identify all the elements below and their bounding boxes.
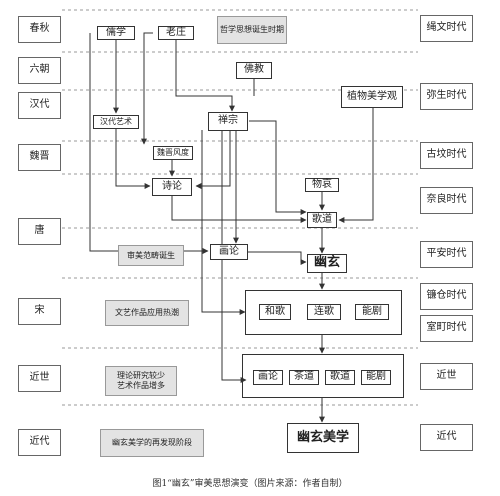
- era-left-chunqiu: 春秋: [18, 16, 61, 43]
- node-youxuan: 幽玄: [307, 254, 347, 273]
- era-right-nara: 奈良时代: [420, 187, 473, 214]
- note-rediscovery: 幽玄美学的再发现阶段: [100, 429, 204, 457]
- note-literature-boom: 文艺作品应用热潮: [105, 300, 189, 326]
- era-left-tang: 唐: [18, 218, 61, 245]
- era-left-jindai: 近代: [18, 429, 61, 456]
- era-right-jomon: 绳文时代: [420, 15, 473, 42]
- node-nengju-2: 能剧: [361, 370, 391, 385]
- era-right-kamakura: 镰仓时代: [420, 283, 473, 310]
- node-rujia: 儒学: [97, 26, 135, 40]
- flow-arrows: [89, 32, 374, 423]
- group-edo-arts: [242, 354, 404, 398]
- note-aesthetic-category: 审美范畴诞生: [118, 245, 184, 266]
- node-weijin-fengdu: 魏晋风度: [153, 146, 193, 160]
- node-shilun: 诗论: [152, 178, 192, 196]
- era-right-yayoi: 弥生时代: [420, 83, 473, 110]
- note-theory-line2: 艺术作品增多: [117, 381, 165, 390]
- note-rediscovery-text: 幽玄美学的再发现阶段: [112, 438, 192, 447]
- node-nengju: 能剧: [355, 304, 389, 320]
- node-wuai: 物哀: [305, 178, 339, 192]
- node-gedao: 歌道: [307, 212, 337, 228]
- era-right-heian: 平安时代: [420, 241, 473, 268]
- note-philosophy-text: 哲学思想诞生时期: [220, 25, 284, 34]
- note-theory-line1: 理论研究较少: [117, 371, 165, 380]
- node-hualun-2: 画论: [253, 370, 283, 385]
- node-chanzong: 禅宗: [208, 112, 248, 131]
- era-left-liuchao: 六朝: [18, 57, 61, 84]
- node-youxuan-meixue: 幽玄美学: [287, 423, 359, 453]
- note-theory: 理论研究较少 艺术作品增多: [105, 366, 177, 396]
- era-right-kindai: 近代: [420, 424, 473, 451]
- node-handai-yishu: 汉代艺术: [93, 115, 139, 129]
- node-laozhuang: 老庄: [158, 26, 194, 40]
- group-kamakura-arts: [245, 290, 402, 335]
- era-right-kinsei: 近世: [420, 363, 473, 390]
- era-left-handai: 汉代: [18, 92, 61, 119]
- node-hualun: 画论: [210, 244, 248, 260]
- node-fojiao: 佛教: [236, 62, 272, 79]
- note-literature-text: 文艺作品应用热潮: [115, 308, 179, 317]
- era-left-jinshi: 近世: [18, 365, 61, 392]
- node-gedao-2: 歌道: [325, 370, 355, 385]
- figure-caption: 图1“幽玄”审美思想演变（图片来源：作者自制）: [152, 479, 348, 489]
- note-philosophy-birth: 哲学思想诞生时期: [217, 16, 287, 44]
- era-left-song: 宋: [18, 298, 61, 325]
- node-zhiwu-meixue: 植物美学观: [341, 86, 403, 108]
- node-chadao: 茶道: [289, 370, 319, 385]
- node-liange: 连歌: [307, 304, 341, 320]
- era-right-muromachi: 室町时代: [420, 315, 473, 342]
- note-aesthetic-text: 审美范畴诞生: [127, 250, 175, 260]
- era-right-kofun: 古坟时代: [420, 142, 473, 169]
- node-hege: 和歌: [259, 304, 291, 320]
- era-left-weijin: 魏晋: [18, 144, 61, 171]
